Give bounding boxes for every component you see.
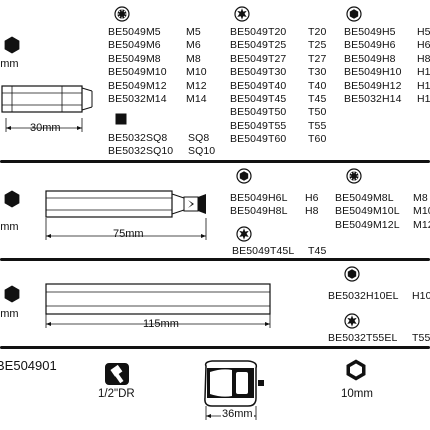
hex-icon [346,6,362,22]
section-divider [0,346,430,349]
list-item: BE5049H10H10 [344,66,430,79]
dimension-line [5,118,83,132]
socket-drawing [204,360,264,420]
list-item: BE5049M10LM10 [335,205,430,218]
socket-hex-label: 10mm [341,388,373,400]
short-bit-drawing [1,85,93,113]
bit-length-label: 30mm [30,122,61,134]
hex-icon [344,266,360,282]
ratchet-icon [105,363,129,385]
list-item: BE5049H12H12 [344,79,430,92]
spline-icon [114,6,130,22]
spline-icon [346,168,362,184]
square-icon [115,113,127,125]
hex-icon [4,36,20,54]
torx-icon [236,226,252,242]
bit-length-label: 75mm [113,228,144,240]
section-divider [0,160,430,163]
hex-icon [4,190,20,208]
hex-dimension-label: 10mm [0,308,19,320]
hex-dimension-label: 10mm [0,221,19,233]
socket-length-label: 36mm [221,408,254,420]
long-bit-drawing [45,283,271,315]
hex-icon [236,168,252,184]
hex-dimension-label: 10mm [0,58,19,70]
drive-size-label: 1/2"DR [98,388,135,400]
set-code: BE504901 [0,358,57,373]
dimension-line [45,218,207,240]
dimension-line [45,314,271,328]
torx-icon [344,313,360,329]
list-item: BE5032H14H14 [344,93,430,106]
torx-icon [234,6,250,22]
medium-bit-drawing [45,190,206,218]
list-item: BE5049M12LM12 [335,218,430,231]
hex-icon [4,285,20,303]
section-divider [0,258,430,261]
bit-length-label: 115mm [143,318,179,330]
hex-socket-icon [346,359,366,381]
